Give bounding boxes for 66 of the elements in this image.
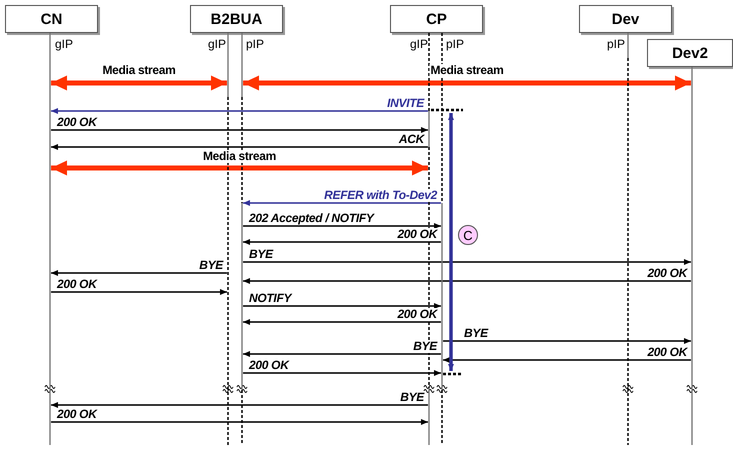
media-stream-arrow [51,76,227,90]
interface-label: gIP [208,38,226,51]
message-label: 200 OK [248,359,290,372]
message-arrow [443,338,691,344]
message-arrow [51,108,428,114]
participant-box [5,5,98,33]
lifeline [49,33,51,445]
message-label: NOTIFY [248,292,292,305]
message-label: 200 OK [396,308,438,321]
message-label: INVITE [386,97,425,110]
message-arrow [51,402,428,408]
participant-box [390,5,483,33]
interface-label: gIP [55,38,74,51]
participant-box [647,39,733,67]
message-arrow [243,259,691,265]
media-stream-arrow [243,76,691,90]
message-arrow [51,419,428,425]
message-arrow [243,278,691,284]
participant-name: CP [426,10,447,28]
lifeline [627,33,629,445]
lifeline [241,33,243,445]
interface-label: pIP [246,38,264,51]
message-arrow [243,351,441,357]
interface-label: pIP [446,38,464,51]
message-label: 202 Accepted / NOTIFY [248,212,375,225]
message-label: BYE [412,340,438,353]
message-arrow [243,303,441,309]
message-arrow [243,319,441,325]
message-arrow [243,370,441,376]
participant-box [579,5,672,33]
message-label: 200 OK [56,116,98,129]
message-arrow [443,357,691,363]
message-label: 200 OK [646,346,688,359]
message-arrow [243,200,441,206]
lifeline [441,33,443,445]
message-label: BYE [463,327,489,340]
interface-label: pIP [606,38,625,51]
message-label: 200 OK [396,228,438,241]
participant-box [190,5,283,33]
participant-name: Dev [612,10,640,28]
message-label: 200 OK [56,408,98,421]
participant-name: Dev2 [672,44,708,62]
interface-label: gIP [410,38,428,51]
message-label: 200 OK [646,267,688,280]
message-arrow [243,239,441,245]
media-stream-arrow [51,160,428,176]
message-label: BYE [198,259,224,272]
message-label: ACK [398,133,425,146]
message-arrow [243,223,441,229]
message-label: REFER with To-Dev2 [323,189,438,202]
message-label: BYE [248,248,274,261]
stream-label: Media stream [202,150,278,163]
message-arrow [51,289,227,295]
message-arrow [51,127,428,133]
stream-label: Media stream [101,64,177,77]
lifeline [691,67,693,445]
stream-label: Media stream [429,64,505,77]
message-arrow [51,144,428,150]
message-label: 200 OK [56,278,98,291]
lifeline [227,33,229,445]
participant-name: B2BUA [210,10,262,28]
message-label: BYE [399,391,425,404]
message-arrow [51,270,227,276]
participant-name: CN [40,10,62,28]
lifeline [428,33,430,445]
marker-circle: C [458,225,478,245]
